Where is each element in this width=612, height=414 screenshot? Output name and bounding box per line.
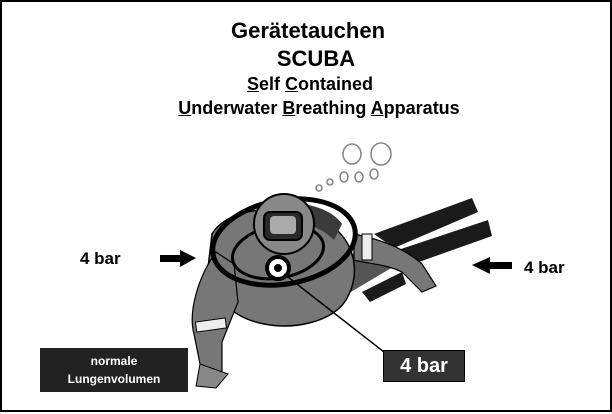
diver-left-arm bbox=[192, 252, 238, 378]
arrow-right-icon bbox=[160, 250, 196, 267]
right-arm-band bbox=[362, 234, 372, 260]
lung-volume-line-1: normale bbox=[40, 352, 188, 370]
inner-pressure-box: 4 bar bbox=[383, 350, 465, 382]
lung-volume-box: normale Lungenvolumen bbox=[40, 348, 188, 392]
right-pressure-label: 4 bar bbox=[524, 258, 565, 278]
mask-glass bbox=[270, 216, 296, 234]
left-pressure-label: 4 bar bbox=[80, 249, 121, 269]
arrow-left-icon bbox=[472, 257, 512, 274]
bubbles-icon bbox=[316, 143, 391, 191]
lung-volume-line-2: Lungenvolumen bbox=[40, 370, 188, 388]
